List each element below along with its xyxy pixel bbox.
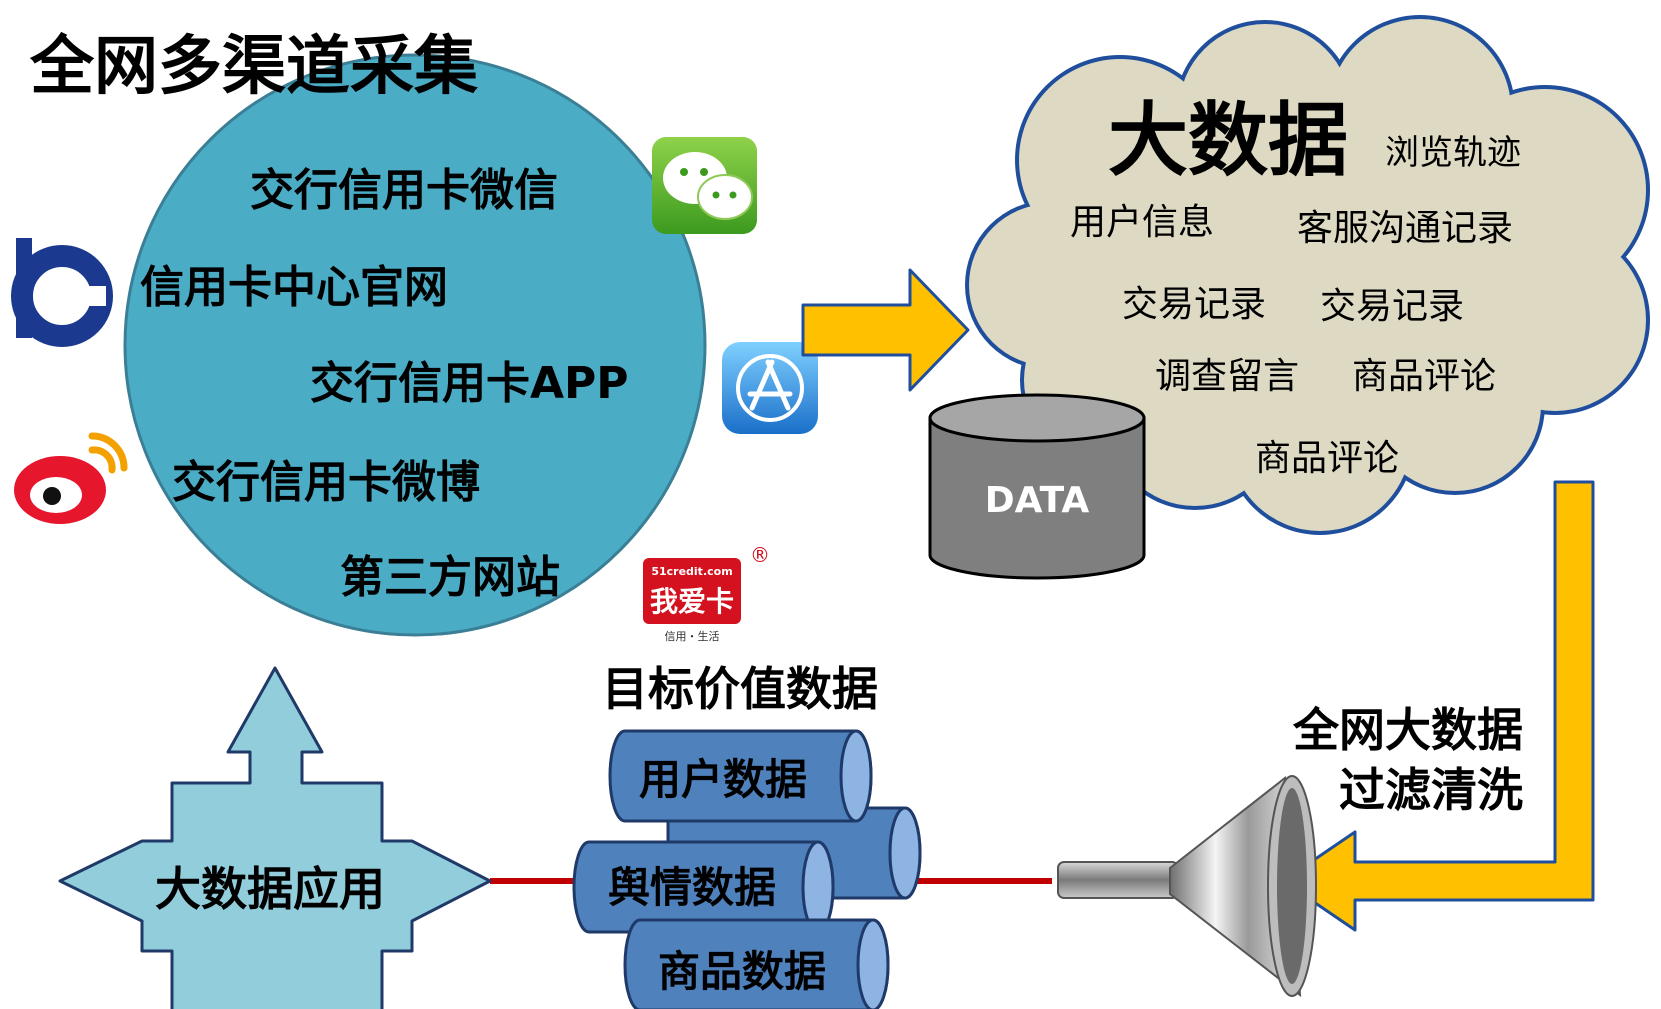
woaika-registered-mark: ®	[750, 543, 770, 567]
channel-label-website: 信用卡中心官网	[140, 262, 448, 313]
cylinder-user-data-label: 用户数据	[639, 755, 807, 804]
bocom-logo-icon	[11, 238, 113, 347]
page-title: 全网多渠道采集	[29, 30, 478, 104]
cylinder-product-data-label: 商品数据	[658, 947, 826, 996]
application-label: 大数据应用	[155, 862, 385, 916]
funnel-icon	[1057, 775, 1317, 998]
bigdata-item-review-2: 商品评论	[1255, 438, 1399, 479]
bigdata-item-user-info: 用户信息	[1070, 202, 1214, 243]
target-cylinders: 用户数据 舆情数据 商品数据	[572, 729, 922, 1009]
database-label: DATA	[985, 480, 1090, 521]
bigdata-cloud	[965, 15, 1650, 535]
bigdata-item-transaction-1: 交易记录	[1122, 284, 1266, 325]
database-cylinder: DATA	[928, 393, 1146, 580]
bigdata-item-transaction-2: 交易记录	[1320, 286, 1464, 327]
channel-label-weibo: 交行信用卡微博	[172, 457, 480, 508]
bigdata-item-review-1: 商品评论	[1352, 356, 1496, 397]
woaika-logo-icon: 51credit.com 我爱卡 信用・生活 ®	[643, 543, 770, 643]
woaika-url-text: 51credit.com	[651, 565, 732, 578]
weibo-icon	[14, 432, 128, 524]
woaika-name-text: 我爱卡	[650, 585, 734, 618]
wechat-icon	[652, 137, 757, 234]
target-data-title: 目标价值数据	[602, 662, 878, 716]
application-cross-arrow	[58, 666, 492, 1009]
cylinder-sentiment-data: 舆情数据	[572, 840, 835, 934]
bigdata-item-survey: 调查留言	[1155, 356, 1299, 397]
filter-label-line2: 过滤清洗	[1339, 763, 1523, 817]
bigdata-item-browse-track: 浏览轨迹	[1385, 133, 1521, 173]
arrow-collect-to-bigdata	[801, 268, 970, 392]
channel-label-app: 交行信用卡APP	[310, 358, 629, 409]
app-store-icon	[722, 342, 818, 434]
channel-label-wechat: 交行信用卡微信	[250, 165, 558, 216]
bigdata-item-service-records: 客服沟通记录	[1297, 208, 1513, 249]
channel-label-third-party: 第三方网站	[340, 552, 560, 603]
cylinder-product-data: 商品数据	[623, 918, 890, 1009]
bigdata-title: 大数据	[1108, 94, 1348, 187]
channels-circle	[123, 53, 707, 637]
filter-label-line1: 全网大数据	[1292, 703, 1523, 757]
cylinder-user-data: 用户数据	[608, 729, 873, 823]
cylinder-sentiment-data-label: 舆情数据	[608, 863, 776, 912]
woaika-tagline-text: 信用・生活	[665, 629, 720, 643]
